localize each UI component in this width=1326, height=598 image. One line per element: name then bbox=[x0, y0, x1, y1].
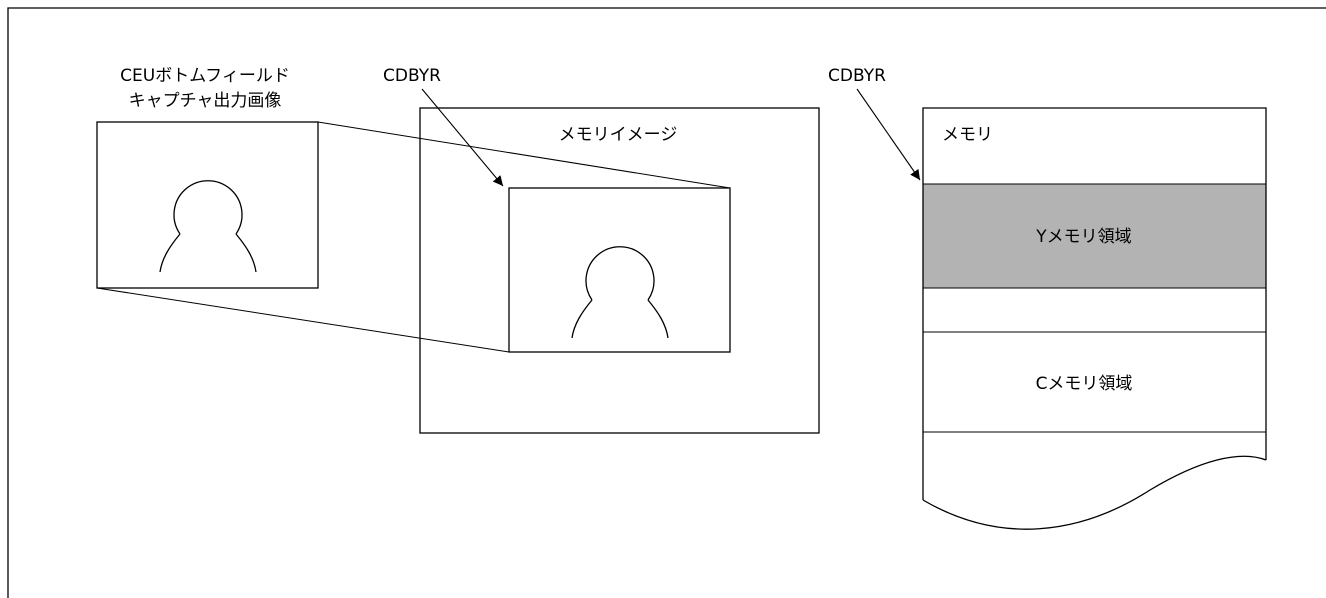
memory-image-cdbyr-label: CDBYR bbox=[383, 66, 441, 86]
c-memory-area-label: Cメモリ領域 bbox=[1036, 374, 1133, 394]
memory-image-cdbyr-arrow bbox=[421, 88, 504, 187]
capture-label-line2: キャプチャ出力画像 bbox=[129, 91, 282, 111]
memory-cdbyr-label: CDBYR bbox=[828, 66, 886, 86]
capture-label-line1: CEUボトムフィールド bbox=[120, 66, 290, 86]
projection-line-top bbox=[317, 121, 731, 189]
y-memory-area-label: Yメモリ領域 bbox=[1035, 227, 1131, 247]
memory-image-frame bbox=[419, 107, 820, 434]
person-icon bbox=[159, 180, 257, 273]
person-icon bbox=[571, 246, 669, 339]
mapped-image-frame bbox=[508, 187, 731, 353]
memory-column-outline bbox=[922, 107, 1267, 530]
projection-line-bottom bbox=[96, 287, 510, 353]
memory-dividers bbox=[923, 331, 1266, 433]
outer-frame bbox=[7, 7, 1326, 598]
capture-image-frame bbox=[96, 121, 319, 289]
memory-cdbyr-arrow bbox=[856, 88, 921, 181]
memory-image-title: メモリイメージ bbox=[559, 125, 678, 145]
memory-title: メモリ bbox=[942, 125, 993, 145]
